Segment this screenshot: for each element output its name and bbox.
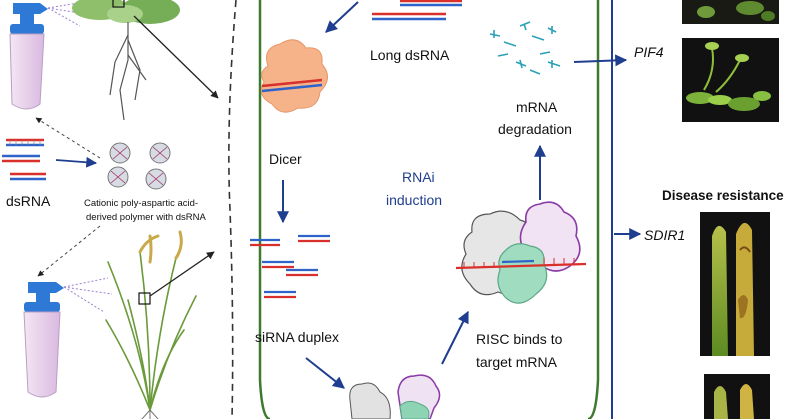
dashed-divider xyxy=(228,0,237,419)
dashed-arrow-to-top-bottle xyxy=(35,117,101,159)
leaf-photo-sdir1 xyxy=(700,212,770,356)
dsrna-strands-left xyxy=(2,138,46,181)
dsrna-to-polymer-arrow xyxy=(55,156,98,168)
dicer-label: Dicer xyxy=(269,151,302,167)
dashed-arrow-to-bottom-bottle xyxy=(37,225,101,277)
risc-label-line-2: target mRNA xyxy=(476,354,558,370)
plant-to-cell-arrow-bottom xyxy=(149,251,215,297)
sdir1-label: SDIR1 xyxy=(644,227,685,243)
disease-resistance-label: Disease resistance xyxy=(662,188,784,203)
long-dsrna-strand xyxy=(372,0,462,21)
leaf-photo-bottom xyxy=(704,374,770,419)
arrow-sirna-to-risc xyxy=(305,357,345,389)
polymer-caption-line-1: Cationic poly-aspartic acid- xyxy=(84,198,198,209)
risc-loading-complex xyxy=(349,374,441,419)
mrna-fragments xyxy=(489,21,561,75)
risc-label-line-1: RISC binds to xyxy=(476,331,563,347)
mrna-degradation-line-2: degradation xyxy=(498,121,572,137)
dsrna-label: dsRNA xyxy=(6,193,51,209)
rice-plant xyxy=(105,230,197,419)
plant-photo-pif4 xyxy=(682,38,779,122)
arrow-into-dicer xyxy=(325,1,359,33)
sirna-duplexes xyxy=(250,234,330,299)
arabidopsis-plant xyxy=(72,0,180,121)
cell-membrane xyxy=(258,0,600,419)
risc-bound-complex xyxy=(455,201,587,304)
dicer-enzyme xyxy=(260,39,328,113)
sirna-label: siRNA duplex xyxy=(255,329,339,345)
long-dsrna-label: Long dsRNA xyxy=(370,47,450,63)
rnai-label-line-1: RNAi xyxy=(402,169,435,185)
arrow-to-risc-bound xyxy=(441,310,469,365)
polymer-dsrna-complexes xyxy=(107,142,171,190)
mrna-degradation-line-1: mRNA xyxy=(516,99,558,115)
rnai-label-line-2: induction xyxy=(386,192,442,208)
spray-bottle-top xyxy=(9,1,87,110)
plant-to-cell-arrow-top xyxy=(133,15,219,99)
polymer-caption-line-2: derived polymer with dsRNA xyxy=(86,212,207,223)
pif4-label: PIF4 xyxy=(634,44,664,60)
plant-photo-top xyxy=(682,0,779,24)
spray-bottle-bottom xyxy=(23,277,113,398)
arrow-to-pif4 xyxy=(573,54,628,67)
